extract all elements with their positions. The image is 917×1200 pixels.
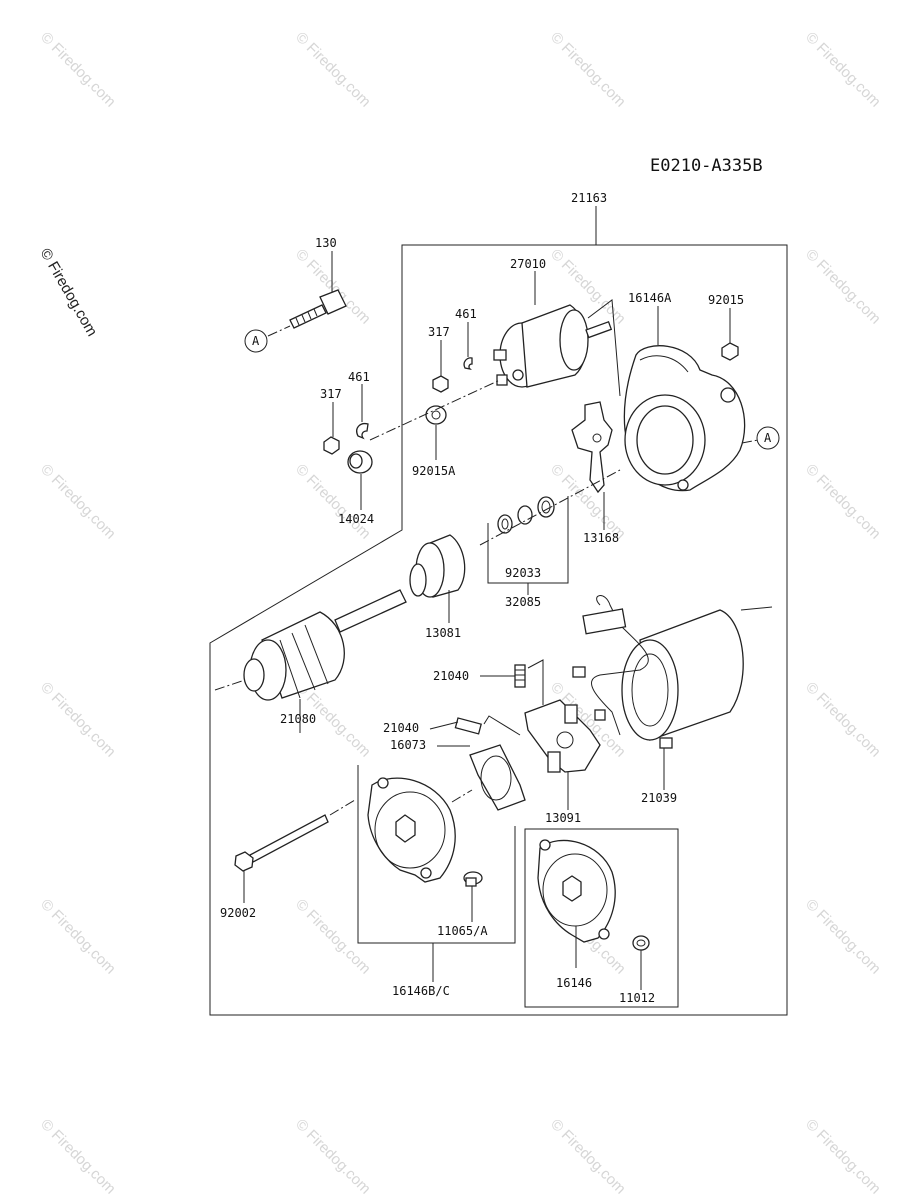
washer-set-92033 [497,496,555,534]
part-label-13091: 13091 [545,811,581,825]
nut-317 [323,436,340,455]
bracket-line [357,765,516,944]
part-label-21039: 21039 [641,791,677,805]
bolt-130 [289,289,347,329]
part-label-16146: 16146 [556,976,592,990]
part-label-14024: 14024 [338,512,374,526]
washer-461 [463,357,473,371]
housing-16146A [623,345,746,492]
part-label-11012: 11012 [619,991,655,1005]
watermark: © Firedog.com [802,461,884,543]
spring-21040 [514,664,526,688]
callout-marker [756,426,780,450]
part-label-16073: 16073 [390,738,426,752]
bushing-11065-A [463,871,483,887]
callout-letter: A [252,334,260,348]
part-label-92015A: 92015A [412,464,456,478]
watermark: © Firedog.com [37,29,119,111]
watermark: © Firedog.com [37,679,119,761]
watermark: © Firedog.com [37,1116,119,1198]
part-label-92002: 92002 [220,906,256,920]
nut-92015A [425,405,447,425]
watermark: © Firedog.com [37,461,119,543]
part-label-11065-A: 11065/A [437,924,488,938]
watermark: © Firedog.com [292,1116,374,1198]
lever-13168 [571,401,613,494]
through-bolt-92002 [234,814,329,872]
leader-line [587,299,621,397]
part-label-21040: 21040 [383,721,419,735]
part-label-21163: 21163 [571,191,607,205]
part-label-317: 317 [320,387,342,401]
part-label-317: 317 [428,325,450,339]
part-label-92015: 92015 [708,293,744,307]
solenoid-27010 [493,304,613,388]
cap-14024 [347,450,373,474]
axis-line [741,439,759,444]
callout-marker [244,329,268,353]
part-label-21040: 21040 [433,669,469,683]
plate-16073 [469,744,526,811]
alternate-parts-box [524,828,679,1008]
watermark: © Firedog.com [292,29,374,111]
nut-92015 [721,342,739,361]
axis-line [479,469,621,546]
axis-line [214,679,246,691]
axis-line [451,789,473,803]
watermark: © Firedog.com [802,1116,884,1198]
watermark: © Firedog.com [802,679,884,761]
yoke-21039 [572,595,744,749]
part-label-130: 130 [315,236,337,250]
callout-letter: A [764,431,772,445]
part-label-92033: 92033 [505,566,541,580]
part-label-13081: 13081 [425,626,461,640]
watermark: © Firedog.com [37,896,119,978]
watermark: © Firedog.com [802,29,884,111]
assembly-outline [209,244,788,1016]
watermark: © Firedog.com [802,896,884,978]
pinion-13081 [409,534,466,598]
axis-line [369,379,501,441]
part-label-461: 461 [348,370,370,384]
cover-16146 [537,839,616,943]
axis-line [740,606,773,611]
leader-line [483,715,521,736]
nut-317 [432,375,449,393]
part-label-13168: 13168 [583,531,619,545]
watermark-dark: © Firedog.com [37,246,101,340]
washer-461 [356,422,369,440]
bushing-11012 [632,935,650,951]
part-label-16146A: 16146A [628,291,672,305]
watermark: © Firedog.com [292,896,374,978]
watermark-layer: © Firedog.com © Firedog.com © Firedog.co… [37,29,884,1198]
watermark: © Firedog.com [802,246,884,328]
leader-line [429,721,459,730]
axis-line [329,799,356,816]
axis-line [267,325,291,337]
diagram-code: E0210-A335B [650,156,763,176]
watermark: © Firedog.com [547,1116,629,1198]
watermark: © Firedog.com [547,29,629,111]
part-label-16146B-C: 16146B/C [392,984,450,998]
brush-holder-13091 [524,699,601,773]
armature-21080 [243,589,407,701]
spring-21040 [454,717,482,735]
leader-line [527,659,544,705]
part-label-32085: 32085 [505,595,541,609]
part-label-461: 461 [455,307,477,321]
part-label-21080: 21080 [280,712,316,726]
part-label-27010: 27010 [510,257,546,271]
rear-cover-16146B-C [367,777,456,883]
